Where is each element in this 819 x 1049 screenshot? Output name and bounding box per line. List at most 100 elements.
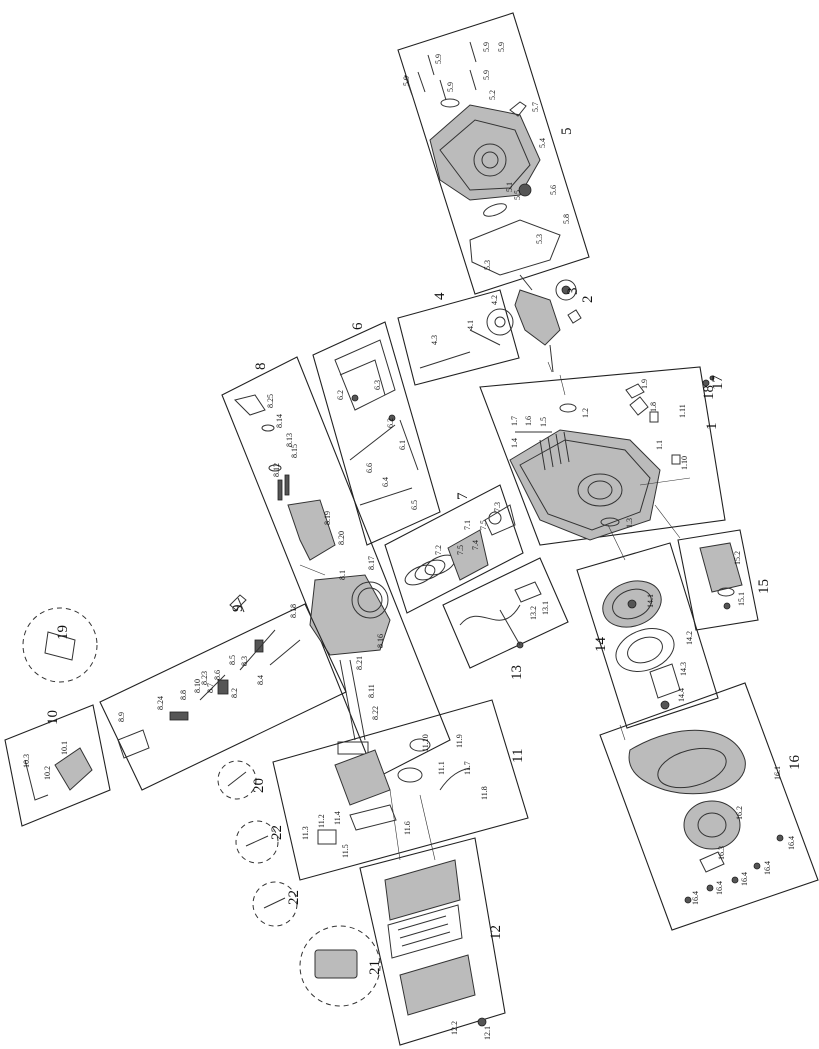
part-label: 10.2 xyxy=(43,766,52,780)
group-label: 5 xyxy=(559,128,575,136)
part-label: 8.1 xyxy=(338,570,347,580)
group-label: 4 xyxy=(432,292,448,300)
group-label: 15 xyxy=(756,579,772,594)
part-label: 1.7 xyxy=(510,416,519,426)
part-label: 8.9 xyxy=(117,712,126,722)
group-label: 14 xyxy=(593,637,609,653)
part-label: 8.20 xyxy=(337,531,346,545)
part-label: 8.4 xyxy=(256,675,265,685)
panel-10-breather xyxy=(4,704,111,827)
part-label: 11.10 xyxy=(421,734,430,752)
part-label: 6.1 xyxy=(398,440,407,450)
group-label: 20 xyxy=(251,778,267,793)
group-label: 6 xyxy=(350,322,366,330)
part-label: 8.14 xyxy=(275,414,284,428)
panel-7-piston xyxy=(384,484,524,614)
part-label: 8.7 xyxy=(206,683,215,693)
part-label: 6.3 xyxy=(373,380,382,390)
group-label: 1 xyxy=(704,423,720,431)
panel-5-crankcase-cover xyxy=(397,12,590,295)
part-label: 1.8 xyxy=(649,402,658,412)
part-label: 5.5 xyxy=(513,190,522,200)
part-label: 11.7 xyxy=(463,761,472,775)
leader-lines xyxy=(299,361,691,861)
part-label: 5.9 xyxy=(482,70,491,80)
part-label: 11.8 xyxy=(480,786,489,800)
part-label: 11.5 xyxy=(341,844,350,858)
part-label: 16.3 xyxy=(717,846,726,860)
group-label: 22 xyxy=(269,825,285,840)
group-label: 11 xyxy=(510,749,526,763)
part-label: 7.4 xyxy=(471,540,480,550)
group-label: 17 xyxy=(710,375,726,391)
crankshaft-assembly xyxy=(514,274,582,373)
group-label: 3 xyxy=(565,288,581,296)
part-label: 8.5 xyxy=(228,655,237,665)
panel-12-air-cleaner xyxy=(359,837,506,1046)
group-label: 16 xyxy=(787,755,803,771)
panel-valve-train xyxy=(99,603,347,791)
part-label: 16.4 xyxy=(691,891,700,905)
part-label: 5.9 xyxy=(402,76,411,86)
part-label: 14.1 xyxy=(646,594,655,608)
part-label: 1.5 xyxy=(539,417,548,427)
panel-15-starter xyxy=(677,529,759,631)
part-label: 13.1 xyxy=(541,601,550,615)
panel-1-crankcase xyxy=(479,366,726,546)
part-label: 7.5 xyxy=(479,520,488,530)
part-label: 1.3 xyxy=(625,518,634,528)
part-label: 5.4 xyxy=(538,138,547,148)
part-label: 8.22 xyxy=(371,706,380,720)
part-label: 15.2 xyxy=(733,551,742,565)
part-label: 8.16 xyxy=(376,634,385,648)
part-label: 11.3 xyxy=(301,826,310,840)
part-label: 8.25 xyxy=(266,394,275,408)
sub-part-labels: 1.1 1.2 1.3 1.4 1.5 1.6 1.7 1.8 1.9 1.10… xyxy=(22,42,796,1040)
part-label: 5.9 xyxy=(434,54,443,64)
part-label: 5.9 xyxy=(482,42,491,52)
part-label: 5.8 xyxy=(562,214,571,224)
panel-14-flywheel xyxy=(576,542,719,729)
part-label: 6.2 xyxy=(386,418,395,428)
part-label: 7.5 xyxy=(456,545,465,555)
group-label: 7 xyxy=(455,492,471,500)
group-label: 2 xyxy=(580,296,596,304)
group-label: 13 xyxy=(509,665,525,680)
part-label: 10.3 xyxy=(22,754,31,768)
part-label: 16.4 xyxy=(787,836,796,850)
group-label: 19 xyxy=(55,625,71,640)
part-label: 1.11 xyxy=(678,404,687,418)
part-label: 16.4 xyxy=(740,872,749,886)
part-label: 8.8 xyxy=(179,690,188,700)
part-label: 7.1 xyxy=(463,520,472,530)
part-label: 8.2 xyxy=(230,688,239,698)
group-number-labels: 1 2 3 4 5 6 7 8 9 10 11 12 13 14 15 16 1… xyxy=(45,128,803,976)
part-label: 5.2 xyxy=(488,90,497,100)
part-label: 5.9 xyxy=(446,82,455,92)
part-label: 8.19 xyxy=(323,511,332,525)
part-label: 1.1 xyxy=(655,440,664,450)
part-label: 8.17 xyxy=(367,556,376,570)
part-label: 13.2 xyxy=(529,606,538,620)
part-label: 15.1 xyxy=(737,592,746,606)
part-label: 8.13 xyxy=(285,433,294,447)
group-label: 8 xyxy=(253,363,269,371)
part-label: 4.1 xyxy=(466,320,475,330)
part-label: 11.9 xyxy=(455,734,464,748)
parts-17-18 xyxy=(702,375,715,387)
part-label: 10.1 xyxy=(60,741,69,755)
part-label: 1.10 xyxy=(680,456,689,470)
part-label: 6.4 xyxy=(381,477,390,487)
part-label: 11.4 xyxy=(333,811,342,825)
part-label: 8.21 xyxy=(355,656,364,670)
part-label: 7.3 xyxy=(493,502,502,512)
part-label: 7.2 xyxy=(434,545,443,555)
part-label: 1.4 xyxy=(510,438,519,448)
part-label: 12.2 xyxy=(450,1021,459,1035)
part-label: 14.4 xyxy=(677,688,686,702)
panel-8-cylinder-head xyxy=(221,356,451,779)
part-label: 5.3 xyxy=(535,234,544,244)
group-label: 22 xyxy=(286,890,302,905)
part-label: 4.3 xyxy=(430,335,439,345)
group-label: 21 xyxy=(367,960,383,975)
